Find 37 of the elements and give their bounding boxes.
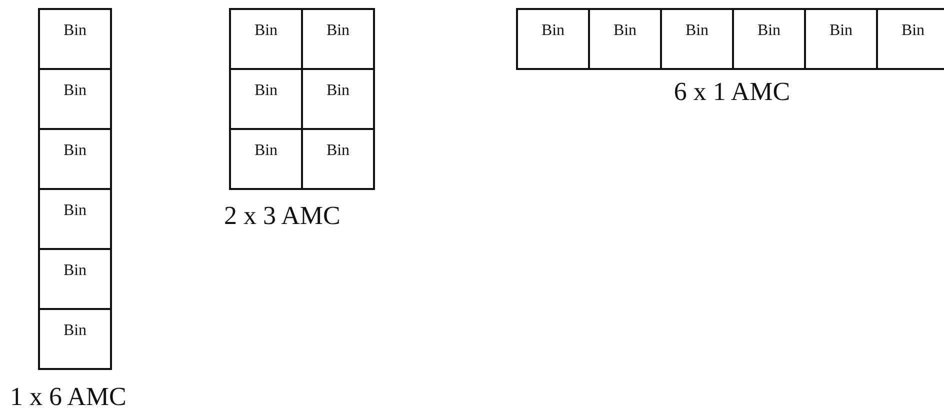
bin-cell (38, 308, 112, 370)
bin-cell (732, 8, 806, 70)
bin-label: Bin (829, 22, 853, 40)
bin-label: Bin (326, 82, 350, 100)
bin-cell (229, 8, 303, 70)
bin-cell (804, 8, 878, 70)
bin-label: Bin (63, 82, 87, 100)
bin-cell (588, 8, 662, 70)
bin-label: Bin (63, 262, 87, 280)
grid-caption: 6 x 1 AMC (674, 78, 790, 107)
bin-cell (38, 248, 112, 310)
bin-label: Bin (901, 22, 925, 40)
bin-label: Bin (326, 22, 350, 40)
bin-label: Bin (254, 22, 278, 40)
bin-label: Bin (63, 202, 87, 220)
bin-cell (229, 128, 303, 190)
bin-label: Bin (326, 142, 350, 160)
bin-cell (301, 128, 375, 190)
bin-label: Bin (757, 22, 781, 40)
grid-caption: 1 x 6 AMC (10, 383, 126, 412)
bin-label: Bin (254, 82, 278, 100)
bin-label: Bin (63, 22, 87, 40)
bin-cell (876, 8, 944, 70)
bin-label: Bin (541, 22, 565, 40)
bin-label: Bin (63, 322, 87, 340)
bin-label: Bin (685, 22, 709, 40)
bin-label: Bin (254, 142, 278, 160)
bin-cell (516, 8, 590, 70)
bin-label: Bin (63, 142, 87, 160)
bin-cell (38, 8, 112, 70)
bin-label: Bin (613, 22, 637, 40)
bin-cell (38, 128, 112, 190)
bin-cell (38, 68, 112, 130)
bin-cell (38, 188, 112, 250)
bin-cell (660, 8, 734, 70)
bin-cell (301, 8, 375, 70)
grid-caption: 2 x 3 AMC (224, 202, 340, 231)
